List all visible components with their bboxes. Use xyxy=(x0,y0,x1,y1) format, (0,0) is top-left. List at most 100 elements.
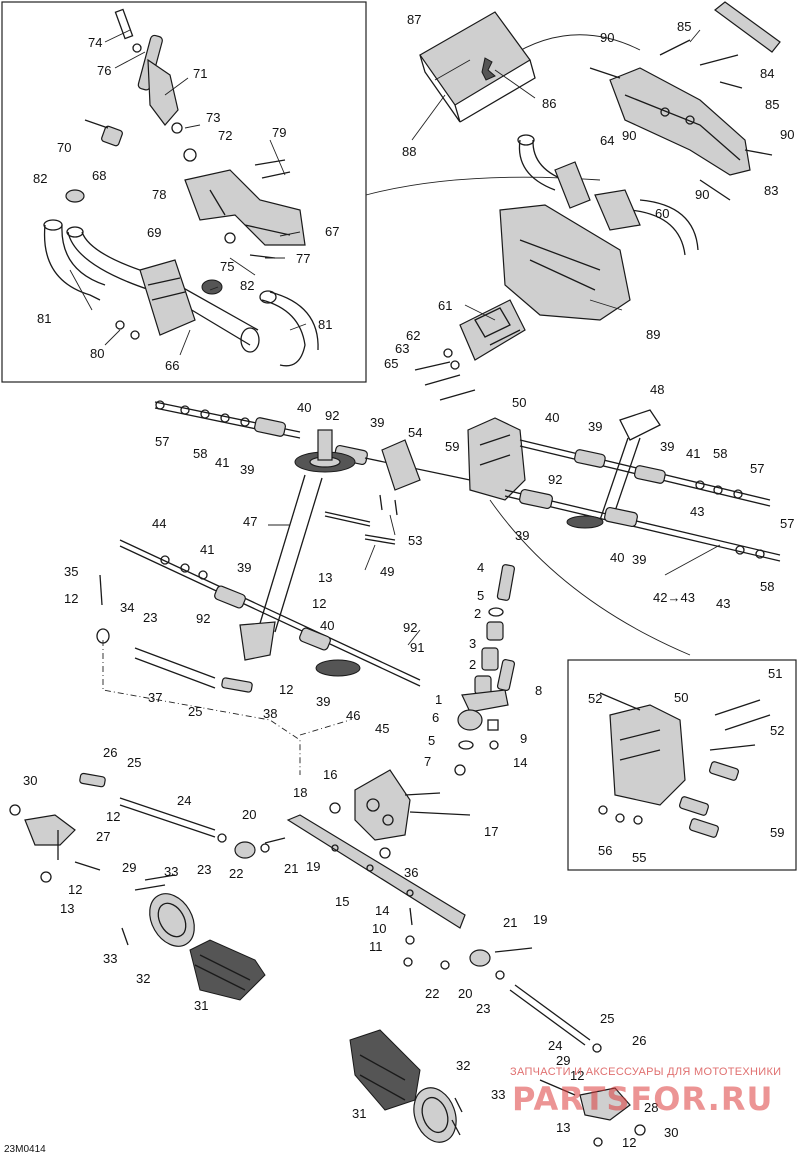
callout-57-right: 57 xyxy=(750,461,764,476)
callout-68: 68 xyxy=(92,168,106,183)
callout-40-mid: 40 xyxy=(320,618,334,633)
boot-screws xyxy=(121,874,463,1136)
callout-47: 47 xyxy=(243,514,257,529)
callout-13-left: 13 xyxy=(60,901,74,916)
handlebar-left-tube xyxy=(43,219,156,301)
steering-column-mount xyxy=(459,299,526,361)
callout-45: 45 xyxy=(375,721,389,736)
diagram-code: 23M0414 xyxy=(4,1144,46,1155)
callout-90-right: 90 xyxy=(780,127,794,142)
callout-24-left: 24 xyxy=(177,793,191,808)
callout-25-right: 25 xyxy=(600,1011,614,1026)
callout-14-top: 14 xyxy=(513,755,527,770)
callout-81-right: 81 xyxy=(318,317,332,332)
callout-81-left: 81 xyxy=(37,311,51,326)
callout-53: 53 xyxy=(408,533,422,548)
callout-5-bottom: 5 xyxy=(428,733,435,748)
gear-left xyxy=(294,429,356,473)
callout-17: 17 xyxy=(484,824,498,839)
callout-58-left: 58 xyxy=(193,446,207,461)
callout-12-d: 12 xyxy=(106,809,120,824)
callout-35: 35 xyxy=(64,564,78,579)
callout-8: 8 xyxy=(535,683,542,698)
callout-50-main: 50 xyxy=(512,395,526,410)
steering-bar xyxy=(286,814,466,929)
leader-lines xyxy=(69,29,721,646)
callout-63: 63 xyxy=(395,341,409,356)
callout-73: 73 xyxy=(206,110,220,125)
callout-39-top-left: 39 xyxy=(240,462,254,477)
tie-rod-middle-left xyxy=(119,539,421,687)
callout-69: 69 xyxy=(147,225,161,240)
callout-88: 88 xyxy=(402,144,416,159)
steering-cover-bolts xyxy=(589,39,773,201)
callout-25-mid: 25 xyxy=(188,704,202,719)
rubber-boot-left xyxy=(149,893,266,1001)
callout-30-left: 30 xyxy=(23,773,37,788)
callout-39-mid: 39 xyxy=(237,560,251,575)
callout-16: 16 xyxy=(323,767,337,782)
callout-29-left: 29 xyxy=(122,860,136,875)
callout-32-right: 32 xyxy=(456,1058,470,1073)
callout-30-right: 30 xyxy=(664,1125,678,1140)
callout-12-c: 12 xyxy=(279,682,293,697)
callout-13-right: 13 xyxy=(556,1120,570,1135)
callout-39-lower-right-2: 39 xyxy=(632,552,646,567)
bolts-inset xyxy=(84,119,291,259)
callout-12-b: 12 xyxy=(312,596,326,611)
callout-52-right: 52 xyxy=(770,723,784,738)
watermark-logo: PARTSFOR.RU xyxy=(512,1080,774,1118)
assembly-line-2 xyxy=(299,719,351,736)
callout-46: 46 xyxy=(346,708,360,723)
callout-85-right: 85 xyxy=(765,97,779,112)
callout-26-left: 26 xyxy=(103,745,117,760)
callout-58-lower: 58 xyxy=(760,579,774,594)
callout-7: 7 xyxy=(424,754,431,769)
callout-54: 54 xyxy=(408,425,422,440)
drag-link-left xyxy=(9,772,216,883)
callout-43-top: 43 xyxy=(690,504,704,519)
column-mount-bolts xyxy=(414,348,476,401)
inset-link-line-2 xyxy=(489,499,691,656)
callout-62: 62 xyxy=(406,328,420,343)
callout-75: 75 xyxy=(220,259,234,274)
callout-31-right: 31 xyxy=(352,1106,366,1121)
callout-14-bottom: 14 xyxy=(375,903,389,918)
callout-12-f: 12 xyxy=(570,1068,584,1083)
callout-66: 66 xyxy=(165,358,179,373)
callout-6: 6 xyxy=(432,710,439,725)
callout-15: 15 xyxy=(335,894,349,909)
callout-86: 86 xyxy=(542,96,556,111)
callout-43-bottom: 43 xyxy=(716,596,730,611)
callout-92-right: 92 xyxy=(548,472,562,487)
callout-23-top: 23 xyxy=(143,610,157,625)
callout-83: 83 xyxy=(764,183,778,198)
callout-67: 67 xyxy=(325,224,339,239)
callout-39-right: 39 xyxy=(660,439,674,454)
callout-79: 79 xyxy=(272,125,286,140)
grip-tube-right xyxy=(259,290,319,367)
callout-27: 27 xyxy=(96,829,110,844)
callout-39-lower-right: 39 xyxy=(515,528,529,543)
handlebar-inset-box xyxy=(1,1,367,383)
callout-12-e: 12 xyxy=(68,882,82,897)
callout-72: 72 xyxy=(218,128,232,143)
steering-shims xyxy=(324,511,396,545)
callout-49: 49 xyxy=(380,564,394,579)
callout-12-a: 12 xyxy=(64,591,78,606)
handlebar-pad xyxy=(419,11,536,123)
callout-37: 37 xyxy=(148,690,162,705)
steering-arm-stack xyxy=(454,564,516,776)
drag-link-right xyxy=(440,947,646,1147)
callout-92-center: 92 xyxy=(403,620,417,635)
callout-23-left: 23 xyxy=(197,862,211,877)
callout-52-top: 52 xyxy=(588,691,602,706)
callout-92-top-left: 92 xyxy=(325,408,339,423)
bracket-bolts-center xyxy=(403,907,415,967)
callout-36: 36 xyxy=(404,865,418,880)
bracket-plate xyxy=(184,169,306,246)
callout-31-left: 31 xyxy=(194,998,208,1013)
callout-65: 65 xyxy=(384,356,398,371)
callout-90-top: 90 xyxy=(600,30,614,45)
column-support-upper xyxy=(467,417,526,501)
